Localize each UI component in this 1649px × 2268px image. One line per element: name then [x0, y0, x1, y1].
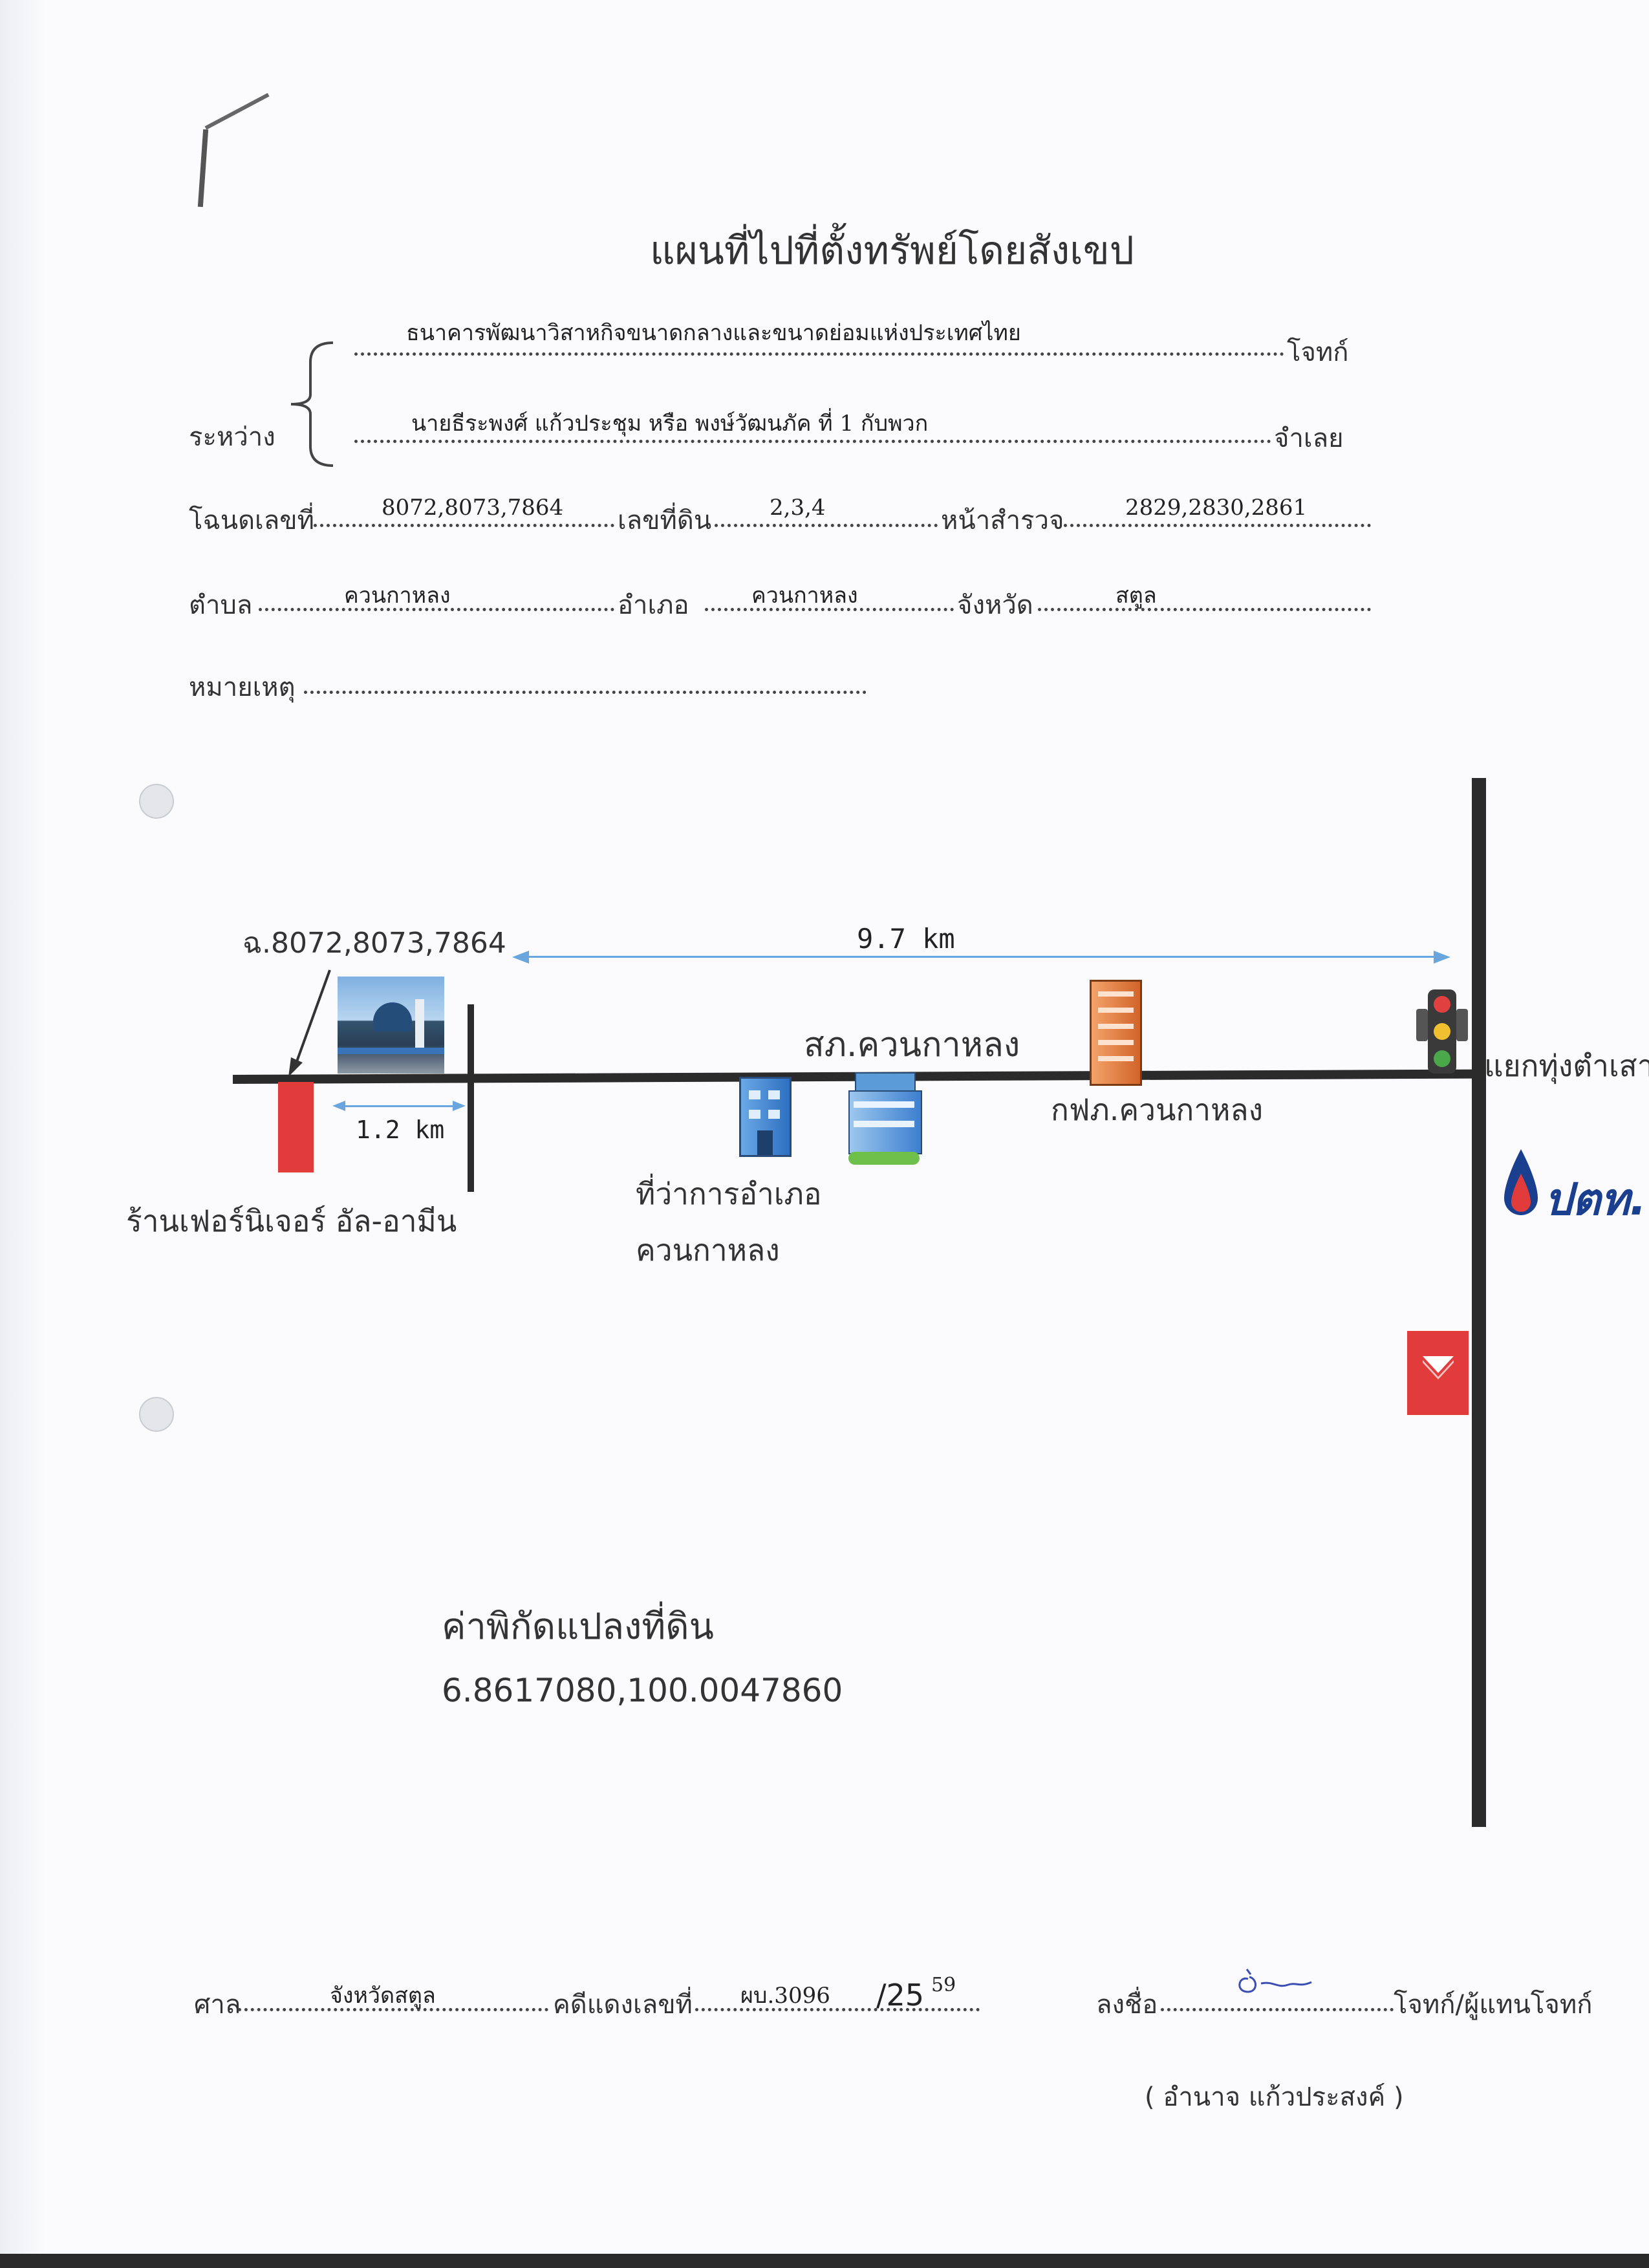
coord-value: 6.8617080,100.0047860: [442, 1672, 843, 1709]
dotted-line: [304, 691, 867, 694]
side-road: [468, 1004, 474, 1192]
sign-role: โจทก์/ผู้แทนโจทก์: [1394, 1990, 1593, 2020]
distance-long-label: 9.7 km: [857, 923, 955, 955]
signer-name: ( อำนาจ แก้วประสงค์ ): [1145, 2082, 1404, 2112]
case-label: คดีแดงเลขที่: [553, 1990, 693, 2020]
land-no-value: 2,3,4: [770, 495, 826, 521]
survey-label: หน้าสำรวจ: [941, 506, 1064, 535]
junction-label: แยกทุ่งตำเสา: [1484, 1048, 1649, 1083]
district-office-label-line2: ควนกาหลง: [636, 1233, 780, 1268]
defendant-name: นายธีระพงศ์ แก้วประชุม หรือ พงษ์วัฒนภัค …: [411, 411, 929, 437]
electricity-office-label: กฟภ.ควนกาหลง: [1051, 1092, 1264, 1127]
district-office-label-line1: ที่ว่าการอำเภอ: [636, 1176, 822, 1211]
page-left-edge: [0, 0, 45, 2268]
ptt-logo-text: ปตท.: [1544, 1174, 1646, 1226]
district-value: ควนกาหลง: [751, 583, 858, 609]
province-label: จังหวัด: [957, 590, 1033, 620]
deed-label: โฉนดเลขที่: [189, 506, 314, 535]
dotted-line: [695, 2008, 980, 2011]
subdistrict-value: ควนกาหลง: [344, 583, 451, 609]
building-icon: [739, 1077, 792, 1157]
plaintiff-name: ธนาคารพัฒนาวิสาหกิจขนาดกลางและขนาดย่อมแห…: [406, 320, 1021, 346]
ptt-drop-icon: [1504, 1149, 1538, 1215]
scan-bottom-edge: [0, 2254, 1649, 2268]
police-station-icon: [848, 1072, 922, 1169]
coord-title: ค่าพิกัดแปลงที่ดิน: [442, 1606, 714, 1648]
staple-mark: [197, 129, 209, 208]
dotted-line: [1038, 608, 1371, 611]
case-year-suffix: 59: [931, 1974, 956, 1996]
electricity-office-icon: [1090, 980, 1142, 1086]
arrow-head-left: [512, 951, 529, 964]
page-title: แผนที่ไปที่ตั้งทรัพย์โดยสังเขป: [650, 228, 1134, 274]
brace: [290, 341, 334, 467]
case-year-prefix: /25: [876, 1978, 925, 2013]
court-label: ศาล: [194, 1990, 241, 2020]
traffic-light-icon: [1416, 989, 1468, 1074]
plaintiff-role: โจทก์: [1287, 338, 1349, 367]
gas-station-photo: [338, 977, 444, 1074]
police-station-label: สภ.ควนกาหลง: [804, 1026, 1020, 1064]
district-label: อำเภอ: [618, 590, 689, 620]
deed-value: 8072,8073,7864: [382, 495, 564, 521]
distance-arrow-short: [339, 1105, 459, 1107]
province-value: สตูล: [1116, 583, 1157, 609]
court-value: จังหวัดสตูล: [330, 1983, 436, 2009]
dotted-line: [238, 2008, 548, 2011]
arrow-head-left: [332, 1101, 345, 1111]
signature: [1238, 1969, 1312, 1993]
furniture-shop-label: ร้านเฟอร์นิเจอร์ อัล-อามีน: [126, 1204, 457, 1238]
remark-label: หมายเหตุ: [189, 673, 296, 702]
distance-arrow-long: [521, 956, 1442, 958]
dotted-line: [705, 608, 954, 611]
post-office-icon: [1407, 1331, 1469, 1415]
subdistrict-label: ตำบล: [189, 590, 253, 620]
distance-short-label: 1.2 km: [356, 1116, 445, 1144]
land-no-label: เลขที่ดิน: [618, 506, 712, 535]
dotted-line: [259, 608, 614, 611]
arrow-head-right: [453, 1101, 466, 1111]
staple-mark-top: [204, 92, 270, 130]
punch-hole: [139, 1397, 174, 1432]
dotted-line: [715, 524, 938, 527]
property-marker: [278, 1082, 314, 1172]
dotted-line: [1064, 524, 1371, 527]
punch-hole: [139, 784, 174, 819]
deed-marker-label: ฉ.8072,8073,7864: [242, 927, 506, 960]
sign-label: ลงชื่อ: [1096, 1990, 1158, 2020]
dotted-line: [354, 352, 1284, 356]
between-label: ระหว่าง: [189, 422, 275, 452]
defendant-role: จำเลย: [1274, 424, 1344, 453]
arrow-head-right: [1434, 951, 1450, 964]
dotted-line: [1161, 2008, 1394, 2011]
survey-value: 2829,2830,2861: [1125, 495, 1308, 521]
pointer-arrow: [288, 969, 331, 1077]
vertical-road: [1472, 778, 1486, 1827]
dotted-line: [314, 524, 614, 527]
case-value: ผบ.3096: [740, 1983, 830, 2009]
dotted-line: [354, 440, 1271, 443]
